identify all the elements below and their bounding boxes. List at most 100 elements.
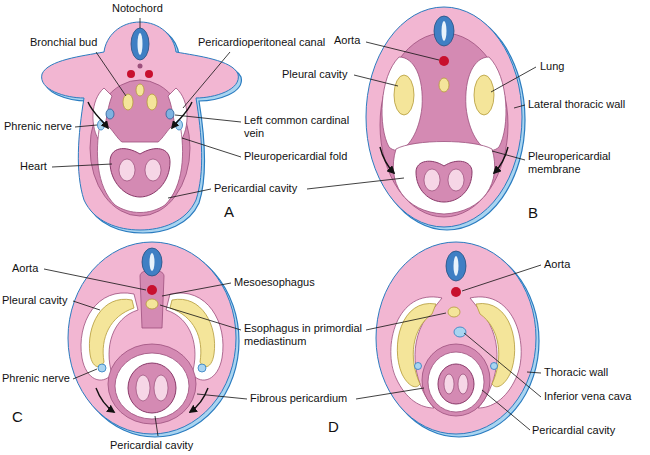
structure-label: Pericardioperitoneal canal [198,36,325,49]
body-wall [366,7,522,227]
structure-label: Pericardial cavity [532,424,615,437]
phrenic-nerve [98,364,106,372]
leader-line [356,388,424,399]
panel-letter: B [528,204,538,221]
aorta [439,56,449,66]
neural-tube [446,251,466,281]
body-wall [68,242,236,434]
structure-label: Notochord [112,2,163,15]
neural-canal [138,33,143,55]
leader-line [175,115,241,122]
structure-label: Phrenic nerve [4,120,72,133]
lung [394,75,414,115]
leader-line [44,269,146,290]
leader-line [140,18,141,28]
structure-label: Pleural cavity [282,68,347,81]
structure-label: Aorta [12,262,38,275]
section-c [68,242,239,437]
neural-canal [442,21,447,41]
pericardial-space [97,123,182,212]
leader-line [75,125,97,127]
structure-label: Pleuropericardial fold [244,150,347,163]
trachea [439,78,449,92]
structure-label: Bronchial bud [30,36,97,49]
growth-arrow [190,388,208,412]
bronchial-bud [123,94,133,110]
structure-label: Pericardial cavity [110,439,193,452]
heart-lumen [458,374,468,394]
leader-line [162,283,231,296]
mesenchyme [380,33,508,217]
structure-label: Pericardial cavity [214,182,297,195]
leader-line [491,67,536,92]
leader-line [366,313,446,330]
section-d [376,242,539,437]
leader-line [482,390,530,430]
leader-line [307,178,404,189]
pericardial-space [428,352,484,412]
neural-canal [454,256,459,276]
structure-label: Lateral thoracic wall [528,98,625,111]
heart-lumen [136,375,150,401]
panel-letter: A [224,203,234,220]
pericardial-space [115,353,189,419]
structure-label: Lung [540,60,564,73]
structure-label: Heart [20,160,47,173]
leader-line [514,105,525,108]
notochord-dot [138,64,143,69]
leader-line [354,75,398,86]
pleural-cavity [382,57,422,150]
structure-label: Aorta [334,34,360,47]
body-wall [376,242,536,434]
growth-arrow [494,147,508,173]
leader-line [168,189,211,198]
growth-arrow [380,147,394,173]
heart [416,161,472,202]
neural-tube [142,248,162,276]
mesenchyme [90,80,190,216]
leader-line [182,138,241,157]
leader-lines [44,18,541,436]
leader-line [492,151,525,160]
neural-tube [434,16,454,46]
aorta [451,287,461,297]
neural-tube [131,28,149,60]
mesoesophagus [140,270,164,328]
structure-label: Fibrous pericardium [250,392,347,405]
bronchial-bud [147,94,157,110]
phrenic-nerve [98,120,105,130]
leader-line [73,369,97,379]
heart-lumen [448,169,464,191]
structure-label: Inferior vena cava [544,390,631,403]
panel-letter: D [328,418,339,435]
neural-canal [150,253,155,271]
heart-lumen [154,375,168,401]
leader-line [366,42,439,60]
leader-line [96,52,126,96]
aorta [127,70,135,78]
leader-line [464,333,541,397]
leader-line [462,265,541,291]
foregut [136,84,144,96]
phrenic-nerve [491,363,498,370]
pleural-cavity [466,57,506,150]
leader-line [527,372,541,373]
structure-label: Pleuropericardial membrane [528,150,628,176]
structure-label: Left common cardinal vein [244,114,356,140]
inferior-vena-cava [454,327,466,337]
structure-label: Pleural cavity [2,294,67,307]
heart-lumen [145,159,161,181]
structure-label: Esophagus in primordial mediastinum [244,322,362,348]
heart-lumen [119,159,135,181]
esophagus [146,299,158,309]
aorta [147,285,157,295]
lung [474,75,494,115]
structure-label: Aorta [544,258,570,271]
phrenic-nerve [415,363,422,370]
structure-label: Thoracic wall [544,366,608,379]
heart [128,363,176,413]
leader-line [155,416,158,436]
section-b [366,7,525,230]
